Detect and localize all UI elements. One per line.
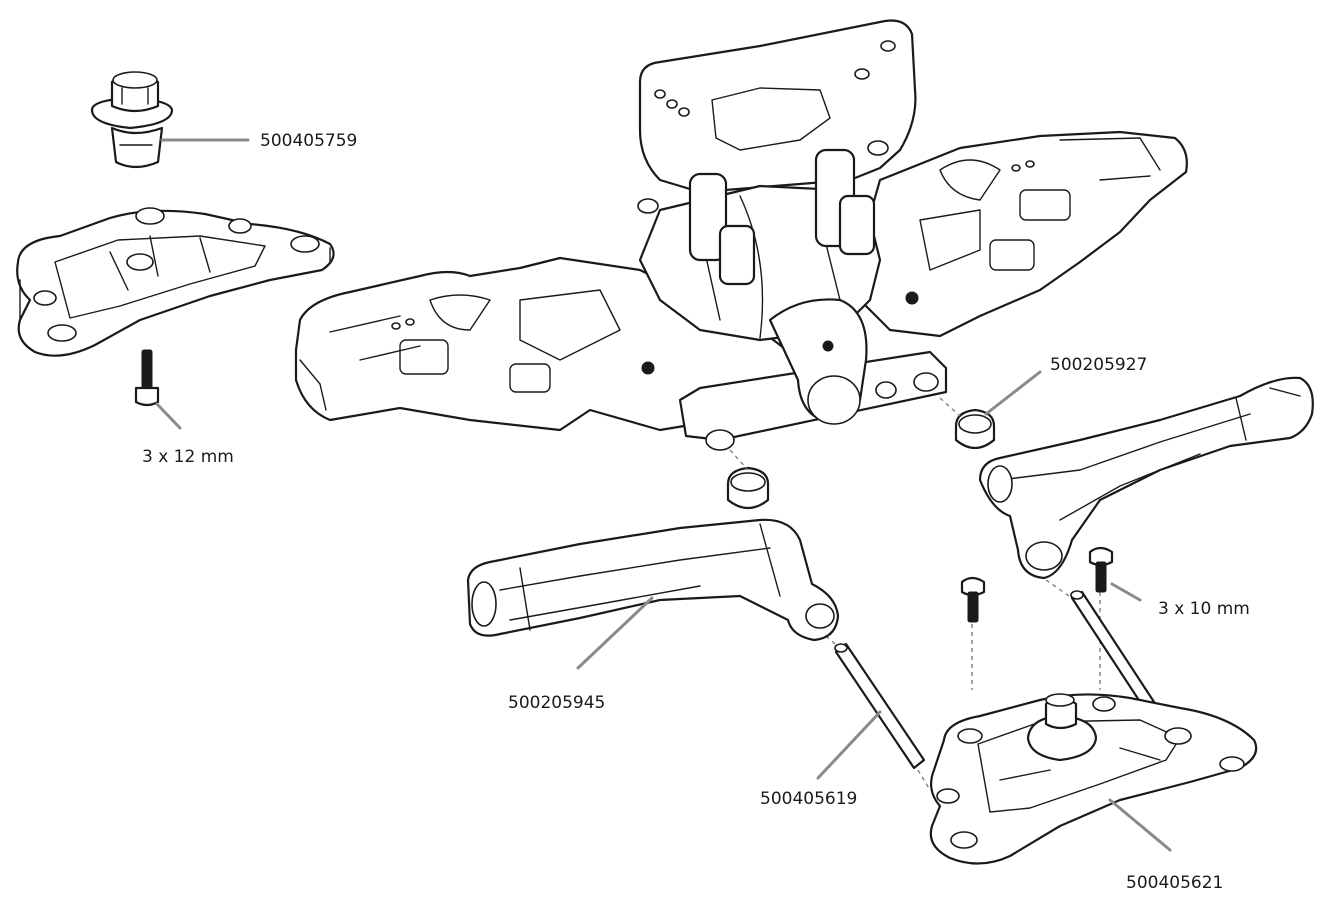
alignment-line-pin-left-lower xyxy=(917,769,931,791)
bushing-left-part xyxy=(726,466,770,510)
label-500205927: 500205927 xyxy=(1050,355,1147,375)
label-500405621: 500405621 xyxy=(1126,873,1223,893)
main-bulkhead-assembly-part xyxy=(294,19,1188,451)
label-500405619: 500405619 xyxy=(760,789,857,809)
screw-3x10-right-part xyxy=(1088,546,1114,593)
screw-3x12-part xyxy=(134,349,160,407)
leader-500405619 xyxy=(816,710,882,780)
hinge-pin-left-part xyxy=(834,642,926,770)
label-500205945: 500205945 xyxy=(508,693,605,713)
left-suspension-arm-part xyxy=(466,518,840,642)
label-3x12mm: 3 x 12 mm xyxy=(142,447,234,467)
leader-500205927 xyxy=(984,370,1042,416)
alignment-line-right-bushing xyxy=(939,397,961,417)
label-3x10mm: 3 x 10 mm xyxy=(1158,599,1250,619)
leader-3x12 xyxy=(155,402,182,430)
alignment-line-pin-right xyxy=(1045,579,1073,599)
screw-3x10-center-part xyxy=(960,576,986,623)
label-500405759: 500405759 xyxy=(260,131,357,151)
upper-bulkhead-plate-part xyxy=(16,207,335,357)
pivot-ball-part xyxy=(90,71,174,169)
lower-bulkhead-plate-part xyxy=(929,693,1258,865)
leader-500205945 xyxy=(576,596,654,670)
alignment-line-left-bushing xyxy=(729,449,749,471)
leader-3x10 xyxy=(1110,582,1142,602)
bushing-right-part xyxy=(954,408,996,450)
right-suspension-arm-part xyxy=(978,376,1314,580)
leader-500405621 xyxy=(1108,798,1172,852)
